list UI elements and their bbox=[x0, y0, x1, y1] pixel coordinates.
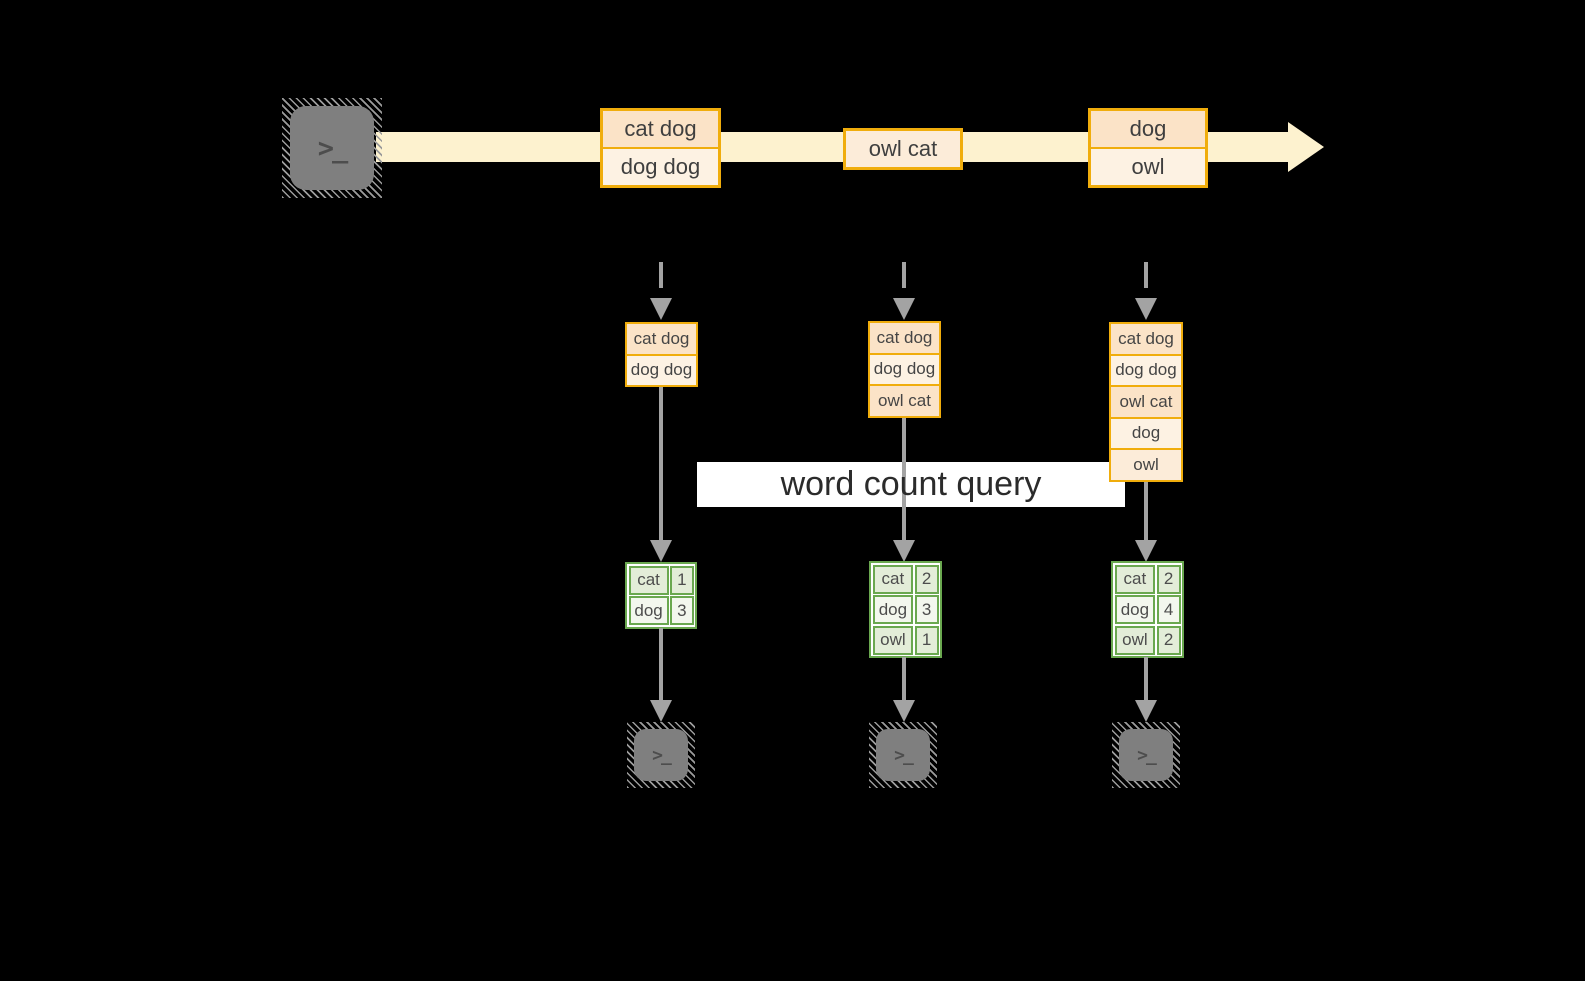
count-table-1: cat 1 dog 3 bbox=[625, 562, 697, 629]
sink-terminal-icon-3: >_ bbox=[1112, 722, 1180, 788]
dashed-arrow-1-head bbox=[650, 298, 672, 320]
state-line: dog dog bbox=[1111, 353, 1181, 385]
state-line: owl cat bbox=[870, 384, 939, 416]
state-line: cat dog bbox=[627, 324, 696, 354]
batch-line: owl bbox=[1091, 147, 1205, 185]
batch-line: owl cat bbox=[846, 131, 960, 167]
terminal-screen: >_ bbox=[1119, 729, 1173, 781]
output-arrow-2-head bbox=[893, 700, 915, 722]
output-arrow-3-head bbox=[1135, 700, 1157, 722]
dashed-arrow-2-head bbox=[893, 298, 915, 320]
terminal-prompt-glyph: >_ bbox=[652, 744, 672, 766]
state-line: dog bbox=[1111, 416, 1181, 448]
query-label: word count query bbox=[780, 465, 1042, 503]
count-value: 4 bbox=[1156, 595, 1181, 624]
stream-batch-1: cat dog dog dog bbox=[600, 108, 721, 188]
terminal-prompt-glyph: >_ bbox=[317, 132, 348, 164]
batch-line: dog dog bbox=[603, 147, 718, 185]
state-line: owl bbox=[1111, 448, 1181, 480]
batch-line: dog bbox=[1091, 111, 1205, 147]
query-arrow-1-head bbox=[650, 540, 672, 562]
count-table-3: cat 2 dog 4 owl 2 bbox=[1111, 561, 1184, 658]
query-arrow-2 bbox=[902, 415, 906, 542]
source-terminal-icon: >_ bbox=[282, 98, 382, 198]
count-word: dog bbox=[872, 595, 914, 624]
state-line: cat dog bbox=[870, 323, 939, 353]
sink-terminal-icon-1: >_ bbox=[627, 722, 695, 788]
count-table-2: cat 2 dog 3 owl 1 bbox=[869, 561, 942, 658]
count-value: 3 bbox=[670, 596, 694, 625]
dashed-arrow-2 bbox=[902, 262, 906, 288]
state-line: dog dog bbox=[870, 352, 939, 384]
count-word: cat bbox=[628, 565, 669, 595]
count-word: cat bbox=[872, 564, 914, 594]
batch-line: cat dog bbox=[603, 111, 718, 147]
query-arrow-3-head bbox=[1135, 540, 1157, 562]
state-box-2: cat dog dog dog owl cat bbox=[868, 321, 941, 418]
output-arrow-1-head bbox=[650, 700, 672, 722]
sink-terminal-icon-2: >_ bbox=[869, 722, 937, 788]
dashed-arrow-1 bbox=[659, 262, 663, 288]
terminal-prompt-glyph: >_ bbox=[894, 744, 914, 766]
count-word: dog bbox=[628, 596, 669, 625]
state-line: owl cat bbox=[1111, 385, 1181, 417]
dashed-arrow-3-head bbox=[1135, 298, 1157, 320]
count-word: owl bbox=[872, 625, 914, 655]
stream-batch-3: dog owl bbox=[1088, 108, 1208, 188]
count-value: 1 bbox=[914, 625, 939, 655]
query-arrow-3 bbox=[1144, 480, 1148, 542]
terminal-screen: >_ bbox=[290, 106, 374, 190]
stream-batch-2: owl cat bbox=[843, 128, 963, 170]
state-box-3: cat dog dog dog owl cat dog owl bbox=[1109, 322, 1183, 482]
count-value: 2 bbox=[1156, 625, 1181, 655]
terminal-prompt-glyph: >_ bbox=[1137, 744, 1157, 766]
output-arrow-3 bbox=[1144, 657, 1148, 700]
state-line: cat dog bbox=[1111, 324, 1181, 354]
terminal-screen: >_ bbox=[876, 729, 930, 781]
count-value: 3 bbox=[914, 595, 939, 624]
state-box-1: cat dog dog dog bbox=[625, 322, 698, 387]
count-word: cat bbox=[1114, 564, 1156, 594]
output-arrow-2 bbox=[902, 657, 906, 700]
count-value: 1 bbox=[670, 565, 694, 595]
count-value: 2 bbox=[914, 564, 939, 594]
count-word: dog bbox=[1114, 595, 1156, 624]
dashed-arrow-3 bbox=[1144, 262, 1148, 288]
query-arrow-1 bbox=[659, 386, 663, 542]
state-line: dog dog bbox=[627, 353, 696, 385]
count-value: 2 bbox=[1156, 564, 1181, 594]
input-stream-arrow-head bbox=[1288, 122, 1324, 172]
output-arrow-1 bbox=[659, 628, 663, 700]
query-arrow-2-head bbox=[893, 540, 915, 562]
terminal-screen: >_ bbox=[634, 729, 688, 781]
count-word: owl bbox=[1114, 625, 1156, 655]
query-label-background bbox=[697, 462, 1125, 507]
